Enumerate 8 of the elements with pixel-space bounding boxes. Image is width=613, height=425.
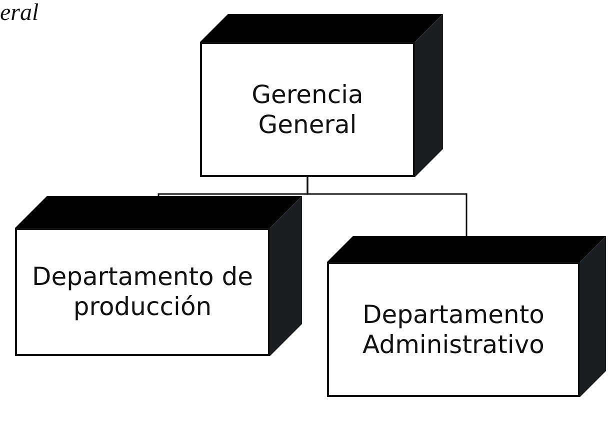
org-box (15, 228, 270, 356)
box-label: Departamento Administrativo (362, 300, 546, 360)
connector-line (306, 177, 468, 236)
org-box (327, 262, 580, 397)
box-label: Gerencia General (250, 80, 364, 140)
box-label: Departamento de producción (30, 262, 254, 322)
cut-off-text: eral (0, 0, 39, 27)
org-box (200, 42, 415, 177)
